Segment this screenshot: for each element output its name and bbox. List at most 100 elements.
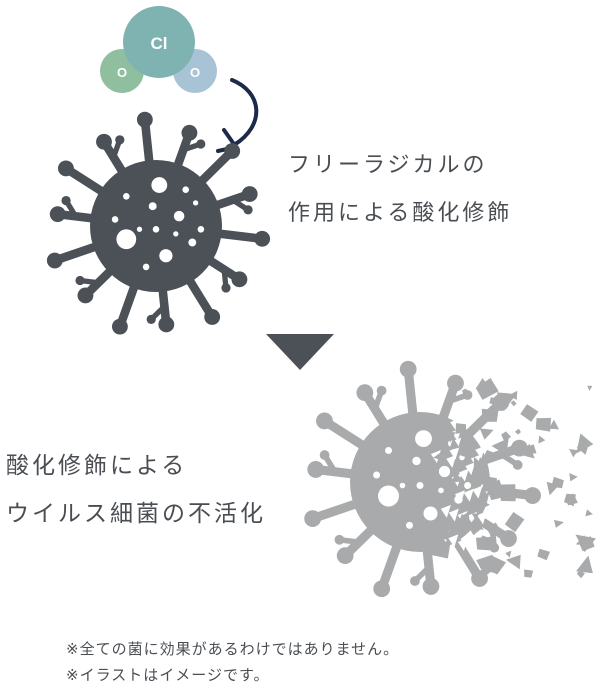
virus-fragment [576, 555, 593, 574]
virus-spike-branch-tip [243, 205, 253, 215]
crack-gap [446, 454, 457, 468]
virus-fragments [430, 378, 596, 579]
virus-fragment [430, 542, 451, 559]
disclaimer-line-2: ※イラストはイメージです。 [66, 666, 270, 684]
virus-spike-tip [231, 271, 248, 288]
virus-fragment [548, 419, 559, 430]
virus-surface-dot [192, 200, 199, 206]
virus-spike-tip [46, 252, 63, 269]
disclaimer-line-1: ※全ての菌に効果があるわけではありません。 [66, 640, 400, 658]
virus-spike-tip [356, 384, 374, 402]
crack-gap [487, 508, 498, 522]
virus-surface-dot [399, 482, 406, 489]
virus-spike-tip [57, 160, 74, 177]
virus-fragment [510, 400, 517, 407]
virus-surface-dot [378, 485, 399, 507]
oxygen-atom-left-label: O [117, 65, 127, 80]
crack-gap [465, 462, 476, 476]
virus-fragment [432, 521, 451, 540]
crack-gap [450, 418, 461, 432]
virus-surface-dot [438, 465, 451, 478]
virus-fragment [554, 519, 564, 528]
crack-gap [449, 446, 460, 460]
virus-fragment [538, 435, 546, 444]
virus-fragment [587, 385, 593, 391]
virus-fragment [450, 394, 458, 403]
virus-fragment [476, 378, 490, 388]
virus-fragment [535, 417, 552, 432]
virus-surface-dot [416, 482, 424, 489]
virus-fragment [546, 481, 559, 496]
virus-spike-branch-tip [196, 139, 206, 149]
virus-spike-tip [204, 309, 221, 325]
virus-fragment [585, 509, 593, 517]
virus-spike-tip [336, 547, 354, 565]
virus-spike-branch-tip [376, 385, 387, 396]
virus-fragment [471, 513, 479, 521]
virus-fragment [475, 378, 499, 400]
virus-spike-branch-tip [221, 283, 231, 293]
crack-gap [440, 504, 451, 518]
virus-spike-branch-tip [61, 195, 71, 206]
virus-fragment [449, 437, 460, 451]
virus-fragment [467, 517, 484, 530]
disclaimer-notes: ※全ての菌に効果があるわけではありません。 ※イラストはイメージです。 [66, 636, 399, 688]
crack-gap [448, 534, 459, 548]
virus-spike-tip [316, 412, 333, 430]
virus-surface-dot [173, 231, 179, 237]
virus-surface-dot [159, 249, 173, 263]
virus-fragment [505, 550, 512, 558]
caption-line-2: 作用による酸化修飾 [288, 201, 513, 226]
virus-fragment [476, 536, 492, 551]
virus-spike-tip [524, 487, 541, 504]
virus-icon [46, 111, 271, 335]
virus-fragment [474, 473, 482, 482]
virus-spike-tip [307, 461, 325, 478]
virus-surface-dot [123, 193, 130, 200]
curved-arrow-icon [216, 78, 259, 153]
virus-surface-dot [142, 263, 150, 271]
virus-surface-dot [152, 226, 160, 233]
virus-surface-dot [423, 506, 438, 521]
virus-spike-tip [224, 143, 241, 159]
virus-fragment [520, 404, 539, 422]
virus-surface-dot [464, 482, 472, 489]
caption-line-1: フリーラジカルの [288, 153, 488, 178]
virus-spike-branch-tip [115, 135, 125, 145]
crack-gap [457, 538, 468, 552]
virus-spike-tip [373, 580, 391, 598]
crack-gap [454, 490, 465, 504]
virus-fragment [576, 433, 594, 454]
virus-spike-branch-tip [75, 275, 85, 286]
virus-surface-dot [111, 216, 119, 223]
virus-surface-dot [182, 186, 189, 193]
down-triangle-icon [266, 334, 334, 370]
virus-spike [403, 364, 418, 424]
virus-fragment [483, 450, 493, 460]
chlorine-atom [123, 6, 195, 78]
chlorine-dioxide-molecule: Cl O O [100, 6, 217, 93]
virus-fragment [576, 570, 585, 579]
virus-spike [319, 416, 372, 453]
virus-surface-dot [415, 430, 432, 447]
virus-spike-tip [181, 124, 198, 141]
virus-surface-dot [197, 226, 205, 233]
virus-spike-tip [49, 206, 66, 223]
virus-spike-tip [241, 186, 258, 202]
virus-spike-tip [447, 374, 464, 392]
crack-gap [475, 445, 486, 459]
virus-spike-branch-tip [512, 460, 523, 470]
virus-fragment [451, 516, 469, 535]
virus-fragment [479, 428, 494, 440]
virus-spike-tip [500, 530, 517, 547]
virus-surface-dot [116, 229, 137, 250]
oxidation-action-caption: フリーラジカルの 作用による酸化修飾 [288, 142, 512, 238]
virus-spike-tip [422, 578, 440, 595]
virus-surface-dot [148, 202, 157, 211]
virus-surface-dot [385, 447, 392, 454]
virus-fragment [501, 431, 511, 442]
virus-fragment [569, 473, 578, 482]
oxygen-atom-right-label: O [190, 65, 200, 80]
virus-surface-dot [406, 521, 413, 529]
